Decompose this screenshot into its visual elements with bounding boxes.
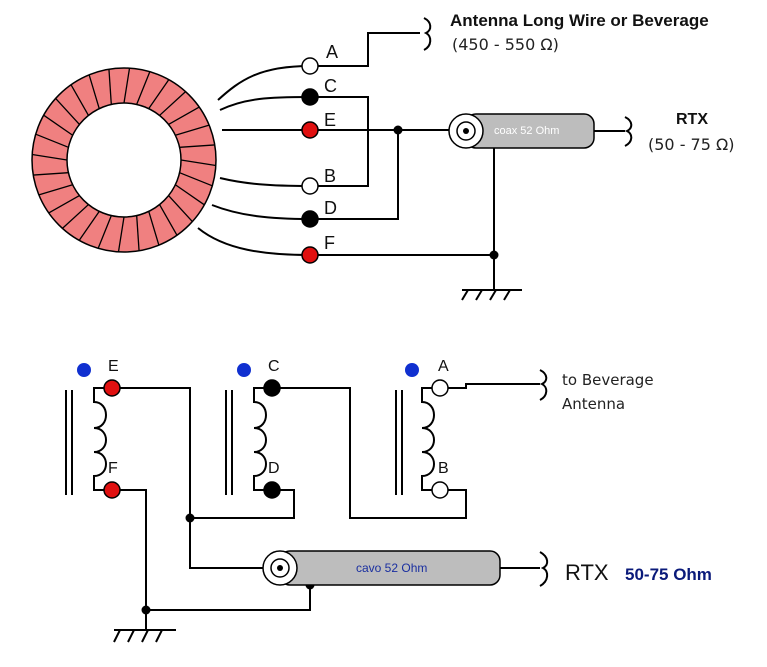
winding-turn	[97, 215, 112, 249]
beverage-label: to Beverage Antenna	[539, 369, 654, 413]
terminal-b	[301, 177, 319, 195]
winding-turn	[123, 68, 131, 104]
terminal-a	[301, 57, 319, 75]
winding-turn	[179, 172, 213, 187]
bottom-label-a: A	[438, 358, 449, 375]
winding-turn	[32, 153, 68, 161]
top-rtx-impedance: (50 - 75 Ω)	[648, 135, 734, 154]
bottom-label-e: E	[108, 358, 119, 375]
top-rtx-title: RTX	[676, 111, 708, 128]
winding-turn	[168, 195, 193, 223]
bottom-label-f: F	[108, 460, 118, 477]
bottom-rtx-label: RTX 50-75 Ohm	[539, 551, 712, 587]
winding-turn	[174, 184, 205, 206]
toroid-core	[31, 67, 217, 253]
polarity-dot-2	[237, 363, 251, 377]
winding-turn	[78, 210, 100, 241]
winding-turn	[55, 97, 80, 125]
winding-turn	[179, 144, 215, 148]
winding-turn	[48, 194, 80, 214]
winding-turn	[180, 159, 216, 167]
beverage-line-1: to Beverage	[562, 371, 654, 389]
terminal-e	[301, 121, 319, 139]
bottom-wiring	[112, 383, 540, 643]
transformer-1	[65, 387, 112, 495]
bottom-coax: cavo 52 Ohm	[262, 550, 540, 586]
bottom-terminal-b	[431, 481, 449, 499]
winding-turn	[38, 184, 73, 196]
terminal-label-a: A	[326, 42, 338, 62]
bottom-diagram: cavo 52 Ohm E F C D A B to Beverage Ante…	[65, 358, 712, 643]
bottom-terminal-c	[263, 379, 281, 397]
bottom-label-c: C	[268, 358, 280, 375]
terminal-c	[301, 88, 319, 106]
winding-turn	[33, 172, 69, 176]
top-coax: coax 52 Ohm	[448, 113, 625, 149]
bottom-label-d: D	[268, 460, 280, 477]
winding-turn	[88, 74, 100, 109]
winding-turn	[117, 216, 125, 252]
cable-label: cavo 52 Ohm	[356, 561, 427, 575]
antenna-impedance: (450 - 550 Ω)	[452, 35, 559, 54]
winding-turn	[43, 114, 74, 136]
transformer-2	[225, 387, 272, 495]
winding-turn	[175, 124, 210, 136]
bottom-terminal-f	[103, 481, 121, 499]
winding-turn	[35, 133, 69, 148]
bottom-rtx-impedance: 50-75 Ohm	[625, 565, 712, 584]
terminal-f	[301, 246, 319, 264]
winding-turn	[70, 84, 90, 116]
winding-turn	[148, 211, 160, 246]
bottom-terminal-e	[103, 379, 121, 397]
polarity-dot-3	[405, 363, 419, 377]
winding-turn	[108, 69, 112, 105]
bottom-rtx-title: RTX	[565, 560, 609, 585]
winding-turn	[159, 91, 187, 116]
polarity-dot-1	[77, 363, 91, 377]
terminal-label-c: C	[324, 76, 337, 96]
winding-turn	[136, 215, 140, 251]
winding-turn	[136, 71, 151, 105]
transformer-3	[395, 387, 440, 495]
beverage-line-2: Antenna	[562, 395, 625, 413]
bottom-terminal-d	[263, 481, 281, 499]
terminal-label-e: E	[324, 110, 336, 130]
antenna-title: Antenna Long Wire or Beverage	[450, 11, 709, 30]
top-wiring	[310, 32, 522, 301]
winding-turn	[168, 106, 200, 126]
winding-turn	[158, 204, 178, 236]
winding-turn	[61, 204, 89, 229]
winding-turn	[148, 79, 170, 110]
terminal-d	[301, 210, 319, 228]
bottom-label-b: B	[438, 460, 449, 477]
toroid-leads	[197, 65, 311, 256]
antenna-label: Antenna Long Wire or Beverage (450 - 550…	[423, 11, 709, 54]
top-coax-label: coax 52 Ohm	[494, 125, 559, 137]
top-terminals: A C E B D F	[301, 42, 338, 264]
top-diagram: coax 52 Ohm A C E B D F Antenna Long Wir…	[31, 11, 734, 301]
terminal-label-d: D	[324, 198, 337, 218]
bottom-terminals: E F C D A B	[103, 358, 449, 499]
top-rtx-label: RTX (50 - 75 Ω)	[624, 111, 734, 154]
bottom-terminal-a	[431, 379, 449, 397]
terminal-label-f: F	[324, 233, 335, 253]
terminal-label-b: B	[324, 166, 336, 186]
